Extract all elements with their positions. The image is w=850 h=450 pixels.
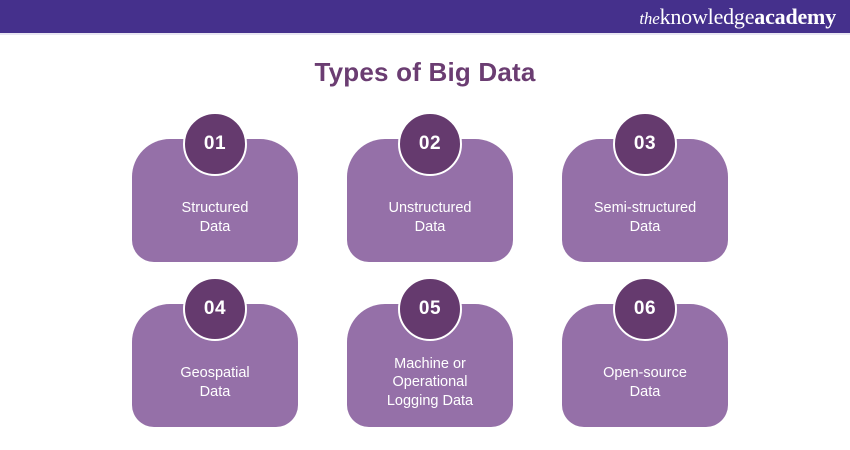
- card-label: Machine or Operational Logging Data: [386, 355, 474, 409]
- page-title: Types of Big Data: [314, 57, 536, 87]
- card-number: 02: [418, 133, 442, 154]
- card-number: 06: [633, 298, 657, 319]
- card-label: Open-source Data: [603, 364, 687, 400]
- type-card[interactable]: Unstructured Data 02: [340, 112, 520, 264]
- card-number-badge: 01: [183, 112, 247, 176]
- card-label: Geospatial Data: [180, 364, 250, 400]
- card-number-badge: 04: [183, 277, 247, 341]
- brand-logo-prefix: the: [639, 8, 660, 28]
- card-number-badge: 06: [613, 277, 677, 341]
- brand-logo-suffix: academy: [754, 3, 836, 29]
- card-number: 05: [418, 298, 442, 319]
- card-label: Semi-structured Data: [593, 199, 697, 235]
- card-body: Unstructured Data: [347, 139, 513, 262]
- card-number: 04: [203, 298, 227, 319]
- card-label: Unstructured Data: [388, 199, 472, 235]
- type-card[interactable]: Machine or Operational Logging Data 05: [340, 277, 520, 429]
- header-divider: [0, 33, 850, 35]
- type-card[interactable]: Geospatial Data 04: [125, 277, 305, 429]
- type-card[interactable]: Open-source Data 06: [555, 277, 735, 429]
- card-number: 03: [633, 133, 657, 154]
- type-card[interactable]: Semi-structured Data 03: [555, 112, 735, 264]
- card-number: 01: [203, 133, 227, 154]
- card-number-badge: 03: [613, 112, 677, 176]
- card-label: Structured Data: [181, 199, 249, 235]
- card-number-badge: 02: [398, 112, 462, 176]
- types-grid: Structured Data 01 Unstructured Data 02 …: [125, 112, 735, 429]
- card-number-badge: 05: [398, 277, 462, 341]
- brand-logo-middle: knowledge: [659, 3, 755, 29]
- type-card[interactable]: Structured Data 01: [125, 112, 305, 264]
